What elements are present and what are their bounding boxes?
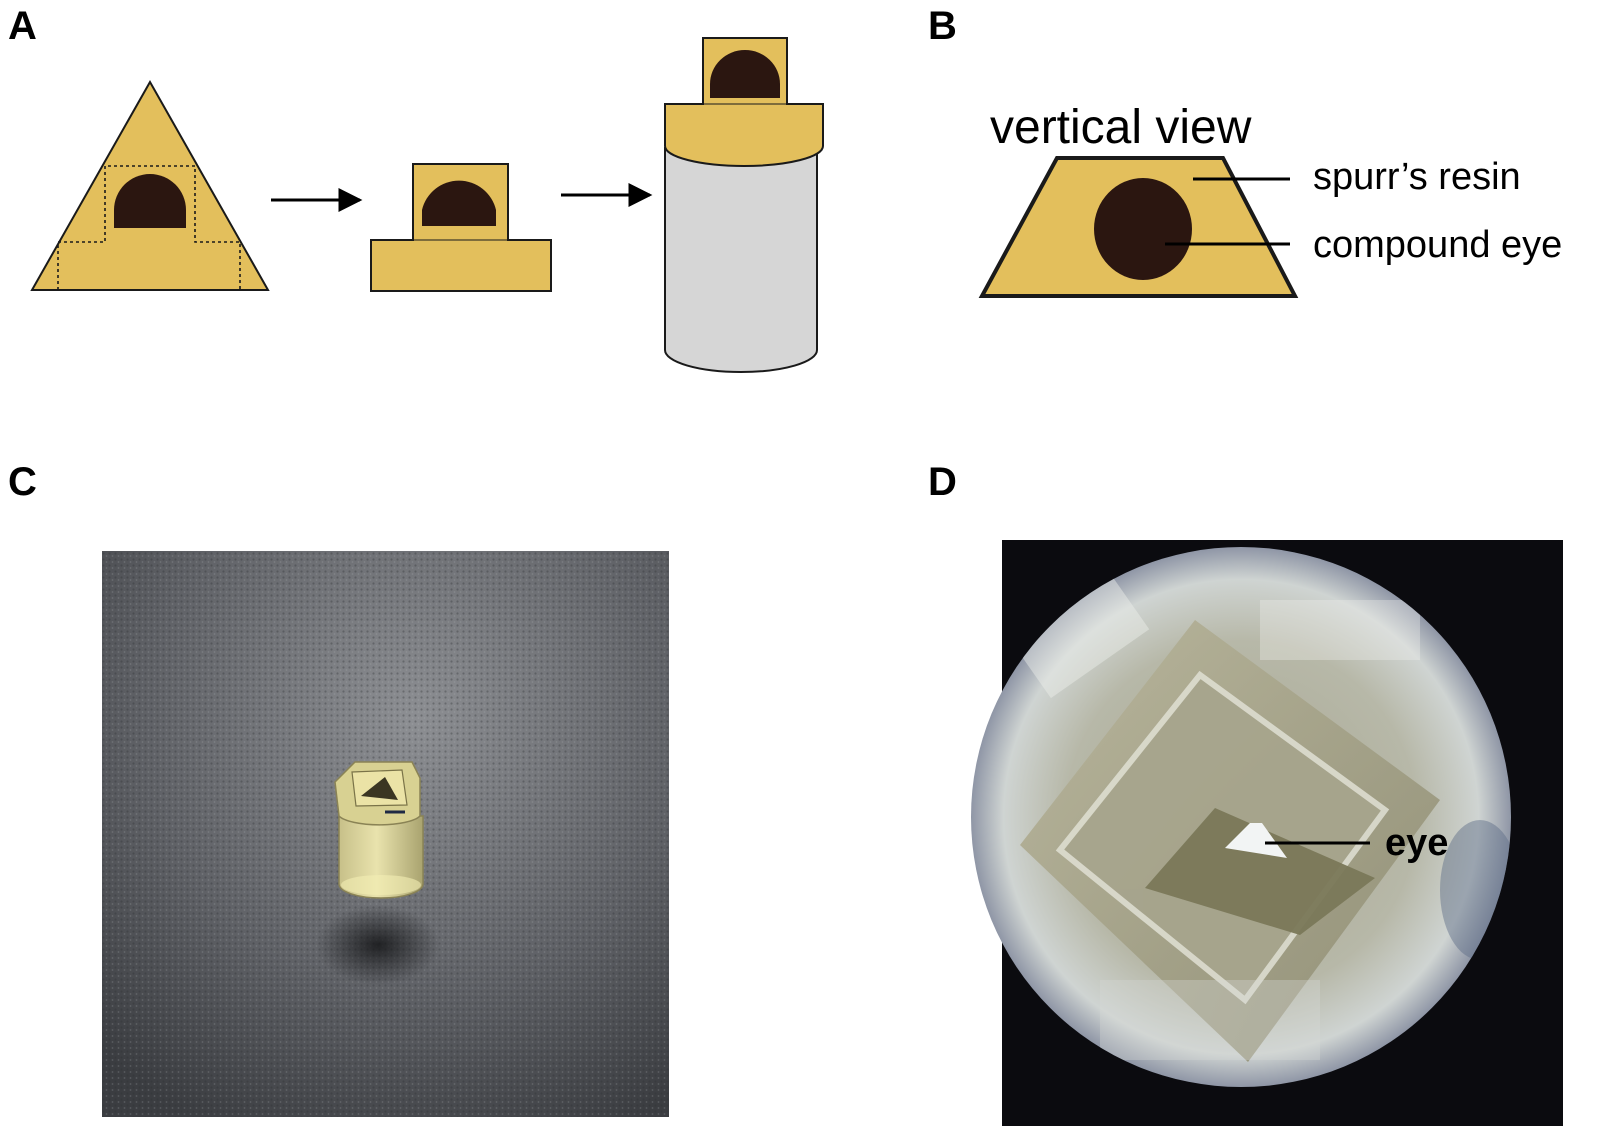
label-compound-eye: compound eye xyxy=(1313,224,1562,266)
compound-eye-shape xyxy=(1094,178,1192,280)
block-on-cylinder xyxy=(664,37,824,373)
sample-tip xyxy=(361,777,398,800)
compound-eye-shape xyxy=(710,50,780,98)
trimmed-t-block xyxy=(370,163,552,292)
panel-b-diagram: vertical view spurr’s resin compound eye xyxy=(978,101,1562,298)
eye-sample xyxy=(1225,823,1287,858)
label-eye: eye xyxy=(1385,822,1448,864)
panel-a-diagram xyxy=(30,37,824,373)
compound-eye-shape xyxy=(114,174,186,228)
panel-letter-a: A xyxy=(8,4,37,48)
panel-c-photo xyxy=(102,551,669,1117)
resin-cylinder xyxy=(664,147,818,373)
resin-block-photo xyxy=(334,761,424,899)
panel-letter-c: C xyxy=(8,460,37,504)
trimmed-pyramid-block xyxy=(30,79,270,291)
panel-letter-b: B xyxy=(928,4,957,48)
panel-d-photo: eye xyxy=(971,540,1563,1126)
panel-letter-d: D xyxy=(928,460,957,504)
label-spurrs-resin: spurr’s resin xyxy=(1313,156,1521,198)
block-shadow xyxy=(316,905,440,985)
vertical-view-title: vertical view xyxy=(990,101,1252,154)
compound-eye-shape xyxy=(422,180,496,226)
